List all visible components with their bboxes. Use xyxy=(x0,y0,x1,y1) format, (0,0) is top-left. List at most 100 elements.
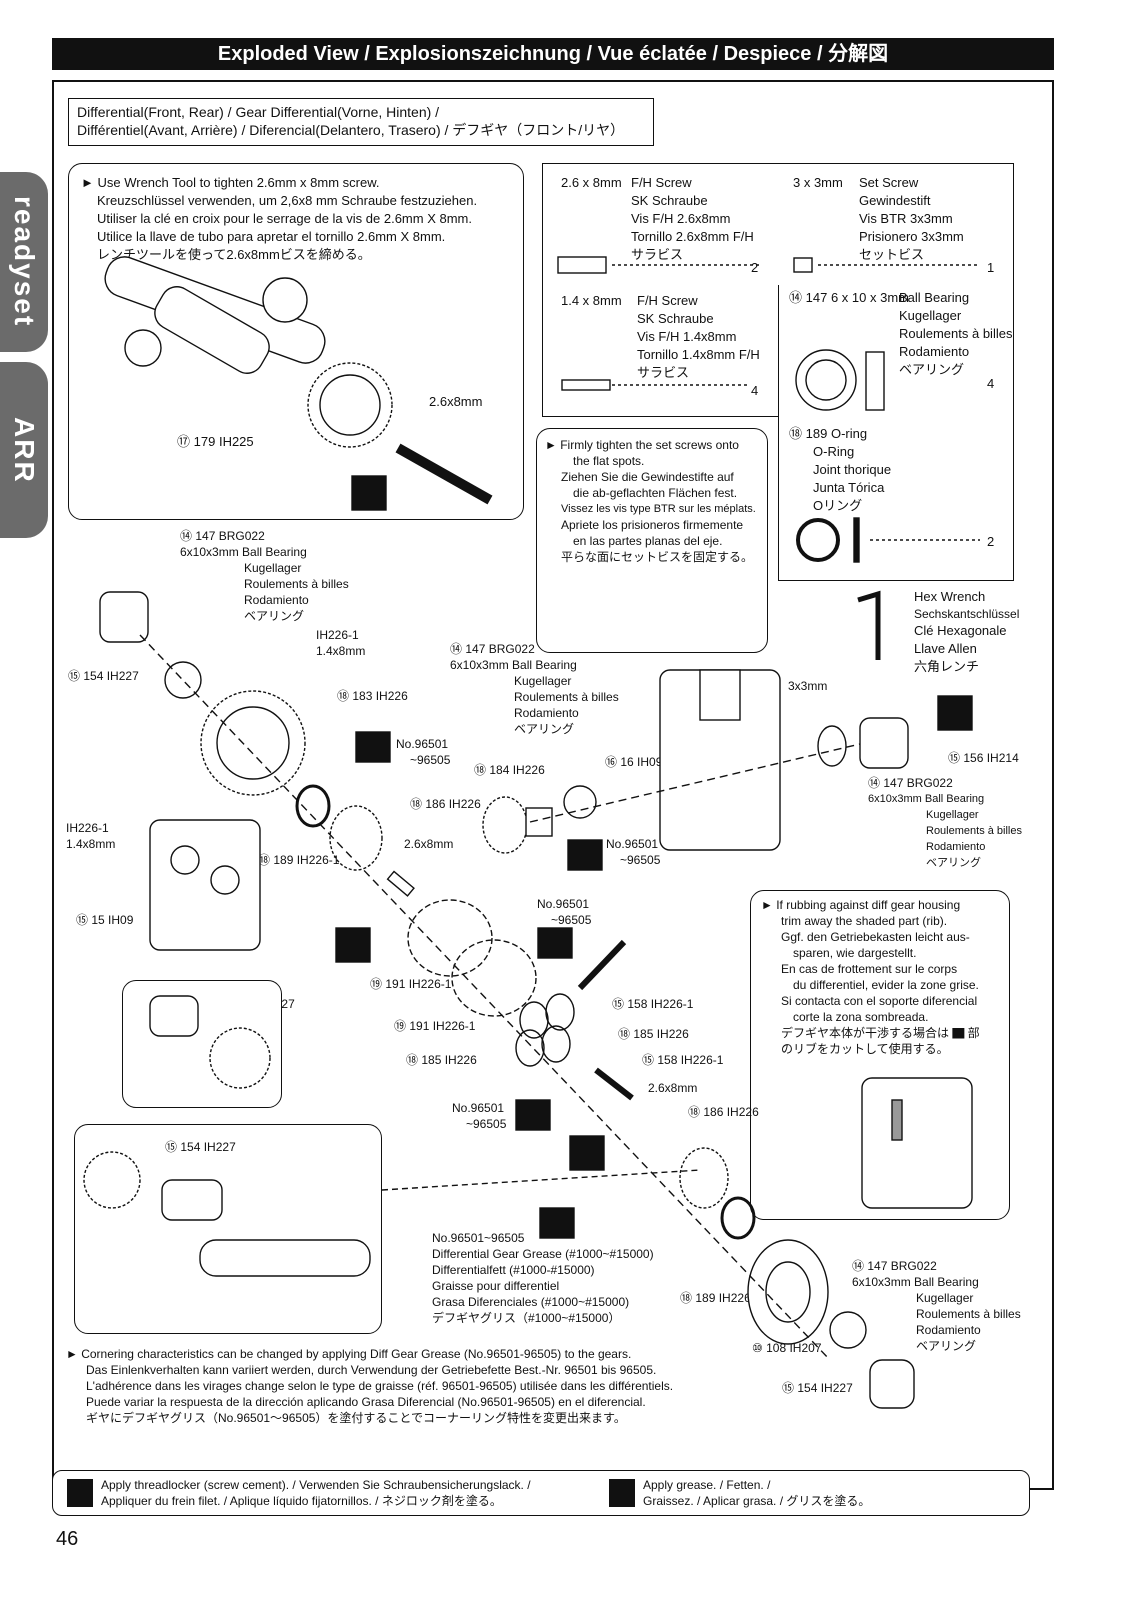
screw-icon xyxy=(386,870,415,897)
callout-shaft-b: ⑮ 158 IH226-1 xyxy=(642,1053,724,1067)
hex-wrench-label: Hex Wrench Sechskantschlüssel Clé Hexago… xyxy=(914,588,1019,676)
wrench-note-line: Utiliser la clé en croix pour le serrage… xyxy=(97,211,472,226)
shaft-icon xyxy=(594,1067,634,1101)
rib-note-box: ► If rubbing against diff gear housing t… xyxy=(750,890,1010,1220)
name: Ball Bearing xyxy=(899,290,970,305)
part-set3-qty: 1 xyxy=(987,260,995,275)
legend-grease: Apply grease. / Fetten. / Graissez. / Ap… xyxy=(643,1478,871,1508)
callout-ih226-pin: ⑱ 184 IH226 xyxy=(474,763,545,777)
pinion-icon xyxy=(482,796,528,854)
pinion-gear-icon xyxy=(515,1029,545,1067)
callout-gasket-a: ⑲ 191 IH226-1 xyxy=(370,977,452,991)
bevel-gear-icon xyxy=(329,805,383,871)
name: Rodamiento xyxy=(899,344,970,359)
name: Oリング xyxy=(813,498,863,513)
section-title-line-1: Differential(Front, Rear) / Gear Differe… xyxy=(77,104,440,120)
oring-icon xyxy=(295,784,331,828)
callout-ih226-1-oring: ⑱ 189 IH226-1 xyxy=(258,853,340,867)
callout-screw-26: 2.6x8mm xyxy=(429,394,483,409)
section-title: Differential(Front, Rear) / Gear Differe… xyxy=(68,98,654,146)
page-number: 46 xyxy=(56,1528,79,1550)
wrench-note: ► Use Wrench Tool to tighten 2.6mm x 8mm… xyxy=(81,174,477,264)
oring-icon xyxy=(720,1196,756,1240)
name: O-Ring xyxy=(813,444,855,459)
part-fh14-size: 1.4 x 8mm xyxy=(561,293,622,308)
tab-readyset: readyset xyxy=(0,172,48,352)
name: F/H Screw xyxy=(631,175,692,190)
wrench-note-line: レンチツールを使って2.6x8mmビスを締める。 xyxy=(97,247,371,262)
legend-threadlock: Apply threadlocker (screw cement). / Ver… xyxy=(101,1478,531,1508)
legend-box: Apply threadlocker (screw cement). / Ver… xyxy=(52,1470,1030,1516)
callout-screw-26-b: 2.6x8mm xyxy=(648,1081,698,1095)
threadlock-icon xyxy=(351,475,387,511)
name: ⑱ 189 O-ring xyxy=(789,426,868,441)
cross-wrench-icon xyxy=(104,256,326,374)
callout-grease-c: No.96501 ~96505 xyxy=(537,897,592,927)
grease-icon xyxy=(609,1479,635,1507)
bevel-gear-icon xyxy=(679,1147,729,1209)
callout-grease-d: No.96501 ~96505 xyxy=(452,1101,507,1131)
name: Tornillo 1.4x8mm F/H xyxy=(637,347,760,362)
pinion-gear-icon xyxy=(545,993,575,1031)
page-title: Exploded View / Explosionszeichnung / Vu… xyxy=(52,38,1054,70)
part-set3-size: 3 x 3mm xyxy=(793,175,843,190)
pinion-gear-icon xyxy=(519,1001,549,1039)
grease-note: No.96501~96505 Differential Gear Grease … xyxy=(432,1231,654,1325)
name: Vis F/H 2.6x8mm xyxy=(631,211,731,226)
wrench-inset-box: ⑮ 154 IH227 xyxy=(74,1124,382,1334)
setscrew-note-line: Vissez les vis type BTR sur les méplats. xyxy=(561,503,756,515)
outdrive-icon xyxy=(859,717,909,769)
setscrew-note-line: 平らな面にセットビスを固定する。 xyxy=(561,550,754,564)
setscrew-note: ► Firmly tighten the set screws onto the… xyxy=(545,437,756,565)
name: Roulements à billes xyxy=(899,326,1013,341)
fh-screw-small-icon xyxy=(561,379,611,391)
callout-setscrew-3: 3x3mm xyxy=(788,679,828,693)
callout-screw-26-mid: 2.6x8mm xyxy=(404,837,454,851)
name: Junta Tórica xyxy=(813,480,885,495)
grease-icon xyxy=(537,927,573,959)
shaft-icon xyxy=(577,939,627,991)
gear-housing-left-icon xyxy=(149,819,261,951)
tab-arr: ARR xyxy=(0,362,48,538)
callout-ih214: ⑮ 156 IH214 xyxy=(948,751,1019,765)
name: Sechskantschlüssel xyxy=(914,607,1020,621)
set-screw-icon xyxy=(793,257,813,273)
oring-icon xyxy=(796,518,840,562)
callout-ih226-1-left: IH226-1 1.4x8mm xyxy=(66,821,116,851)
callout-pinion-a: ⑱ 185 IH226 xyxy=(618,1027,689,1041)
part-fh14-qty: 4 xyxy=(751,383,759,398)
cross-wrench-icon xyxy=(199,1239,371,1277)
callout-brg-b: ⑭ 147 BRG022 6x10x3mm Ball Bearing Kugel… xyxy=(450,642,619,736)
fh-screw-icon xyxy=(557,256,607,274)
name: Set Screw xyxy=(859,175,919,190)
threadlock-icon xyxy=(67,1479,93,1507)
threadlock-icon xyxy=(569,1135,605,1171)
wrench-note-line: Utilice la llave de tubo para apretar el… xyxy=(97,229,446,244)
callout-ih09-left: ⑮ 15 IH09 xyxy=(76,913,134,927)
name: F/H Screw xyxy=(637,293,698,308)
bearing-icon xyxy=(795,349,857,411)
name: Vis BTR 3x3mm xyxy=(859,211,953,226)
bearing-oring-box: ⑭ 147 6 x 10 x 3mm Ball Bearing Kugellag… xyxy=(778,285,1014,581)
name: サラビス xyxy=(631,247,684,262)
grease-icon xyxy=(515,1099,551,1131)
part-fh26-names: F/H Screw SK Schraube Vis F/H 2.6x8mm To… xyxy=(631,174,754,264)
part-set3-names: Set Screw Gewindestift Vis BTR 3x3mm Pri… xyxy=(859,174,964,264)
diff-gear-icon xyxy=(83,1151,141,1209)
setscrew-note-line: en las partes planas del eje. xyxy=(573,534,723,548)
bearing-icon xyxy=(563,785,597,819)
rib-note: ► If rubbing against diff gear housing t… xyxy=(761,898,980,1056)
hex-wrench-icon xyxy=(857,590,881,660)
gasket-icon xyxy=(451,939,537,1017)
housing-rib-icon xyxy=(861,1077,973,1209)
wrench-note-line: Kreuzschlüssel verwenden, um 2,6x8 mm Sc… xyxy=(97,193,478,208)
diff-case-icon xyxy=(747,1239,829,1345)
name: Joint thorique xyxy=(813,462,892,477)
name: セットビス xyxy=(859,247,925,262)
callout-shaft-a: ⑮ 158 IH226-1 xyxy=(612,997,694,1011)
grease-icon xyxy=(355,731,391,763)
name: サラビス xyxy=(637,365,690,380)
name: ベアリング xyxy=(899,362,965,377)
outdrive-icon xyxy=(869,1359,915,1409)
